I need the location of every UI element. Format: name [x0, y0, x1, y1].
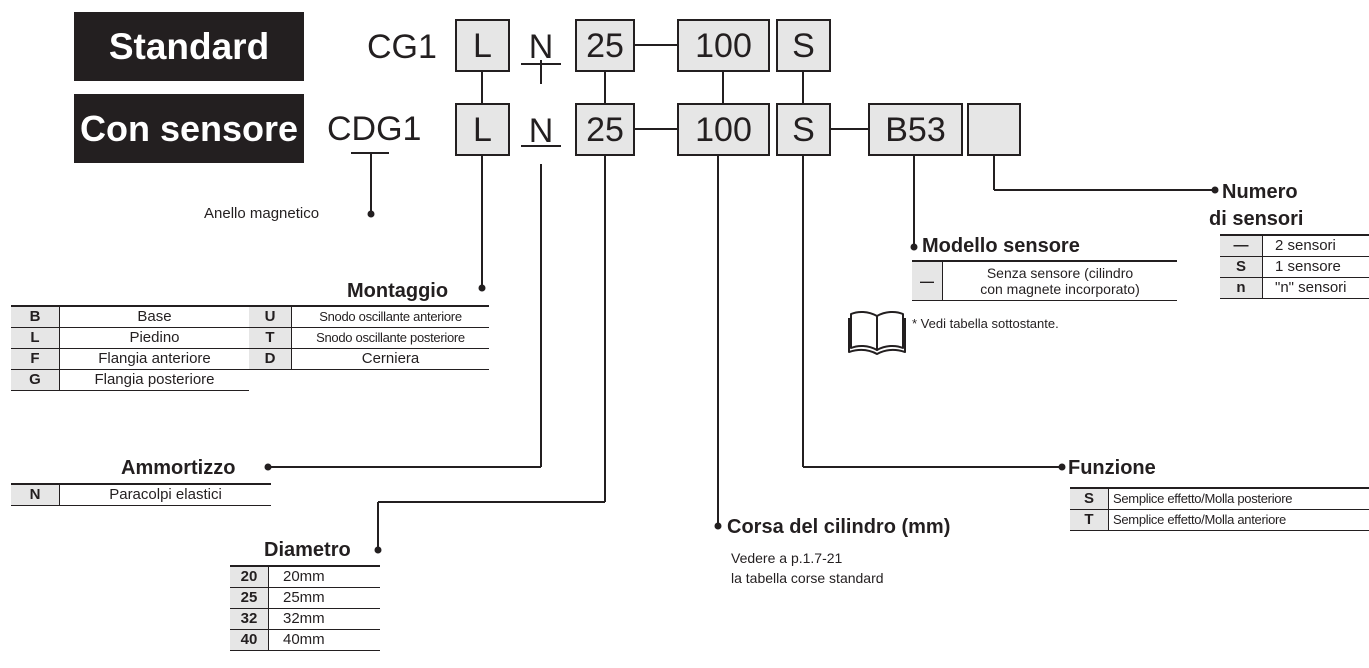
stroke-note-line2: la tabella corse standard: [731, 570, 884, 586]
switch-qty-value: 2 sensori: [1262, 235, 1369, 257]
action-key: S: [1070, 488, 1109, 510]
switch-qty-key: S: [1220, 256, 1263, 278]
sensor-prefix: CDG1: [327, 110, 422, 148]
mounting-value: Piedino: [59, 327, 249, 349]
mounting-key: D: [249, 348, 292, 370]
bore-title: Diametro: [264, 539, 351, 561]
book-icon: [848, 310, 906, 355]
stroke-note-line1: Vedere a p.1.7-21: [731, 550, 843, 566]
switch-model-code: B53: [868, 103, 963, 156]
action-title: Funzione: [1068, 457, 1156, 479]
standard-prefix: CG1: [367, 28, 437, 66]
action-value: Semplice effetto/Molla anteriore: [1108, 509, 1369, 531]
switch-model-key: —: [912, 261, 943, 301]
standard-cushion-code: N: [528, 28, 554, 66]
switch-qty-key: n: [1220, 277, 1263, 299]
bore-key: 32: [230, 608, 269, 630]
sensor-bore-code: 25: [575, 103, 635, 156]
switch-model-value: Senza sensore (cilindro con magnete inco…: [942, 261, 1177, 301]
switch-model-title: Modello sensore: [922, 235, 1080, 257]
mounting-key: T: [249, 327, 292, 349]
standard-bore-code: 25: [575, 19, 635, 72]
sensor-action-code: S: [776, 103, 831, 156]
bore-value: 25mm: [268, 587, 380, 609]
mounting-value: Cerniera: [291, 348, 489, 370]
switch-model-note: * Vedi tabella sottostante.: [912, 316, 1059, 331]
sensor-stroke-code: 100: [677, 103, 770, 156]
sensor-mounting-code: L: [455, 103, 510, 156]
mounting-value: Flangia anteriore: [59, 348, 249, 370]
switch-qty-title-line1: Numero: [1222, 181, 1298, 203]
stroke-title: Corsa del cilindro (mm): [727, 516, 951, 538]
standard-label: Standard: [74, 12, 304, 81]
sensor-cushion-code: N: [528, 112, 554, 150]
switch-qty-value: "n" sensori: [1262, 277, 1369, 299]
switch-qty-title-line2: di sensori: [1209, 208, 1304, 230]
switch-model-table: — Senza sensore (cilindro con magnete in…: [912, 260, 1177, 301]
switch-qty-code: [967, 103, 1021, 156]
mounting-key: G: [11, 369, 60, 391]
action-key: T: [1070, 509, 1109, 531]
mounting-title: Montaggio: [347, 280, 449, 302]
bore-key: 20: [230, 566, 269, 588]
with-sensor-label: Con sensore: [74, 94, 304, 163]
bore-value: 32mm: [268, 608, 380, 630]
cushion-title: Ammortizzo: [121, 457, 236, 479]
standard-action-code: S: [776, 19, 831, 72]
switch-model-value-line1: Senza sensore (cilindro: [986, 265, 1134, 281]
bore-value: 40mm: [268, 629, 380, 651]
cushion-key: N: [11, 484, 60, 506]
standard-mounting-code: L: [455, 19, 510, 72]
mounting-value: Snodo oscillante posteriore: [291, 327, 489, 349]
mounting-value: Base: [59, 306, 249, 328]
mounting-key: L: [11, 327, 60, 349]
magnet-ring-label: Anello magnetico: [204, 205, 320, 222]
mounting-key: B: [11, 306, 60, 328]
bore-key: 40: [230, 629, 269, 651]
mounting-value: Snodo oscillante anteriore: [291, 306, 489, 328]
switch-qty-value: 1 sensore: [1262, 256, 1369, 278]
bore-value: 20mm: [268, 566, 380, 588]
standard-stroke-code: 100: [677, 19, 770, 72]
mounting-key: U: [249, 306, 292, 328]
switch-qty-key: —: [1220, 235, 1263, 257]
mounting-key: F: [11, 348, 60, 370]
switch-model-value-line2: con magnete incorporato): [980, 281, 1140, 297]
cushion-value: Paracolpi elastici: [59, 484, 271, 506]
mounting-value: Flangia posteriore: [59, 369, 249, 391]
action-value: Semplice effetto/Molla posteriore: [1108, 488, 1369, 510]
bore-key: 25: [230, 587, 269, 609]
